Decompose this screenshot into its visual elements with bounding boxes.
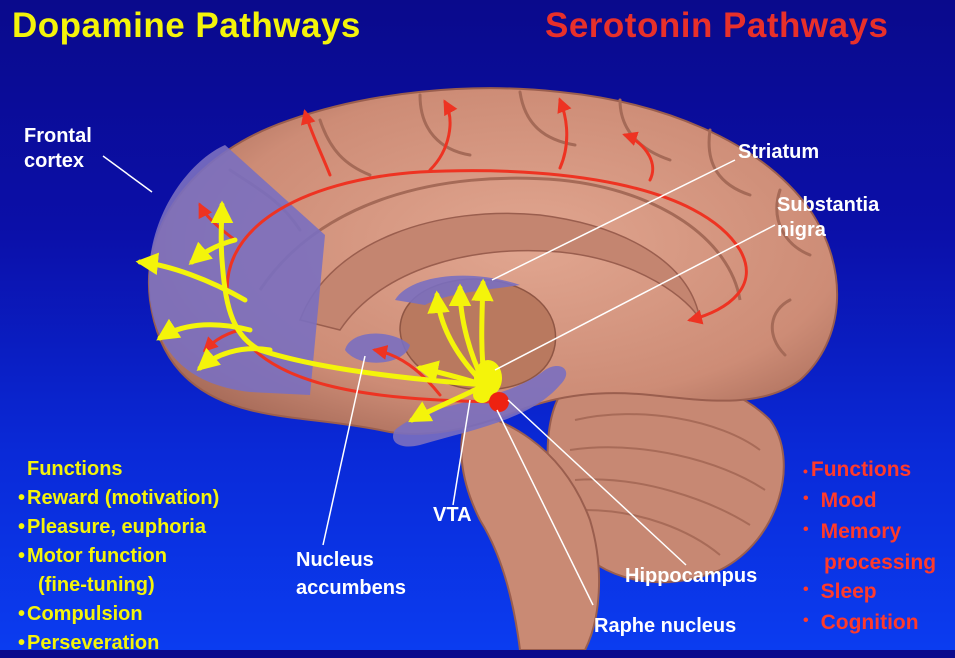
substantia-nigra-label-line1: Substantia xyxy=(777,194,880,216)
raphe-nucleus-label: Raphe nucleus xyxy=(594,615,737,637)
serotonin-function-item: Sleep xyxy=(803,577,936,608)
nucleus-accumbens-label-line2: accumbens xyxy=(296,577,407,599)
dopamine-function-item: Compulsion xyxy=(18,600,219,629)
serotonin-function-item: Mood xyxy=(803,486,936,517)
vta-nucleus xyxy=(473,387,491,403)
serotonin-functions-heading: Functions xyxy=(803,455,936,486)
dopamine-function-subitem: (fine-tuning) xyxy=(38,574,155,596)
dopamine-function-item: Perseveration xyxy=(18,629,219,658)
hippocampus-region xyxy=(392,365,567,447)
dopamine-functions-heading: Functions xyxy=(27,458,123,480)
serotonin-pathways xyxy=(198,97,748,404)
dopamine-pathways xyxy=(135,200,494,423)
raphe-nucleus-dot xyxy=(489,392,509,412)
serotonin-title: Serotonin Pathways xyxy=(545,6,889,45)
nucleus-accumbens-label: Nucleus accumbens xyxy=(296,546,406,602)
substantia-nigra-label: Substantia nigra xyxy=(777,193,879,243)
serotonin-function-subitem: processing xyxy=(824,551,937,574)
substantia-nigra-nucleus xyxy=(474,360,502,396)
serotonin-function-item: Memory xyxy=(803,517,936,548)
vta-label: VTA xyxy=(433,504,472,526)
leader-lines xyxy=(102,155,776,606)
dopamine-functions-list: Functions Reward (motivation) Pleasure, … xyxy=(18,455,219,658)
frontal-cortex-label-line2: cortex xyxy=(24,150,85,172)
dopamine-title: Dopamine Pathways xyxy=(12,6,361,45)
dopamine-function-item: Reward (motivation) xyxy=(18,484,219,513)
hippocampus-label: Hippocampus xyxy=(625,565,758,587)
substantia-nigra-label-line2: nigra xyxy=(777,219,826,241)
dopamine-function-item: Motor function xyxy=(18,542,219,571)
striatum-label: Striatum xyxy=(738,141,820,163)
frontal-cortex-label-line1: Frontal xyxy=(24,125,92,147)
dopamine-function-item: Pleasure, euphoria xyxy=(18,513,219,542)
serotonin-functions-list: Functions Mood Memory processing Sleep C… xyxy=(803,455,936,639)
frontal-cortex-label: Frontal cortex xyxy=(24,124,92,174)
serotonin-function-item: Cognition xyxy=(803,608,936,639)
cerebrum xyxy=(147,87,839,435)
nucleus-accumbens-label-line1: Nucleus xyxy=(296,549,374,571)
